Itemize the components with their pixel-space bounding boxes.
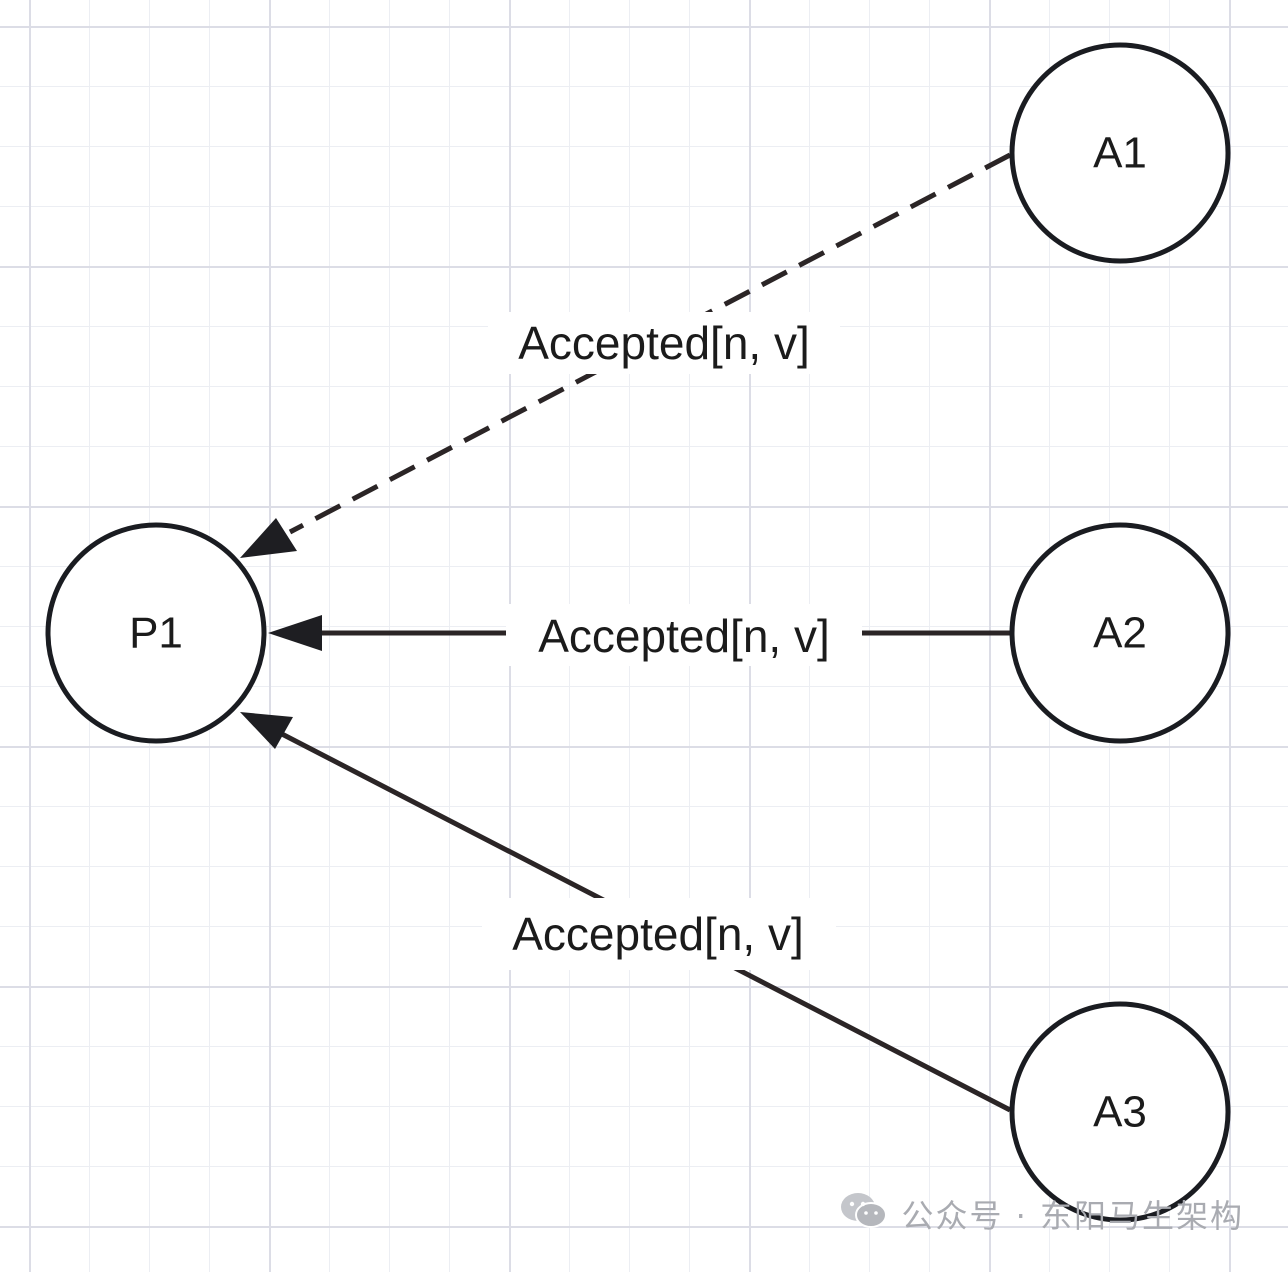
arrowhead-a2	[268, 615, 322, 651]
watermark: 公众号 · 东阳马生架构	[839, 1190, 1244, 1238]
edge-label-a3: Accepted[n, v]	[482, 898, 836, 970]
edge-label-text: Accepted[n, v]	[512, 908, 804, 960]
node-label: P1	[129, 609, 183, 658]
arrowhead-a1	[240, 518, 297, 558]
node-label: A1	[1093, 129, 1147, 178]
node-label: A3	[1093, 1088, 1147, 1137]
node-a3: A3	[1009, 1001, 1231, 1223]
node-p1: P1	[45, 522, 267, 744]
wechat-icon	[839, 1190, 889, 1238]
edge-label-a1: Accepted[n, v]	[488, 312, 840, 374]
node-a2: A2	[1009, 522, 1231, 744]
edge-label-text: Accepted[n, v]	[518, 317, 810, 369]
edge-a1-to-p1	[240, 152, 1012, 558]
node-a1: A1	[1009, 42, 1231, 264]
edge-label-text: Accepted[n, v]	[538, 610, 830, 662]
edge-label-a2: Accepted[n, v]	[506, 604, 862, 666]
watermark-text: 公众号 · 东阳马生架构	[901, 1197, 1244, 1235]
node-label: A2	[1093, 609, 1147, 658]
arrowhead-a3	[240, 712, 293, 749]
